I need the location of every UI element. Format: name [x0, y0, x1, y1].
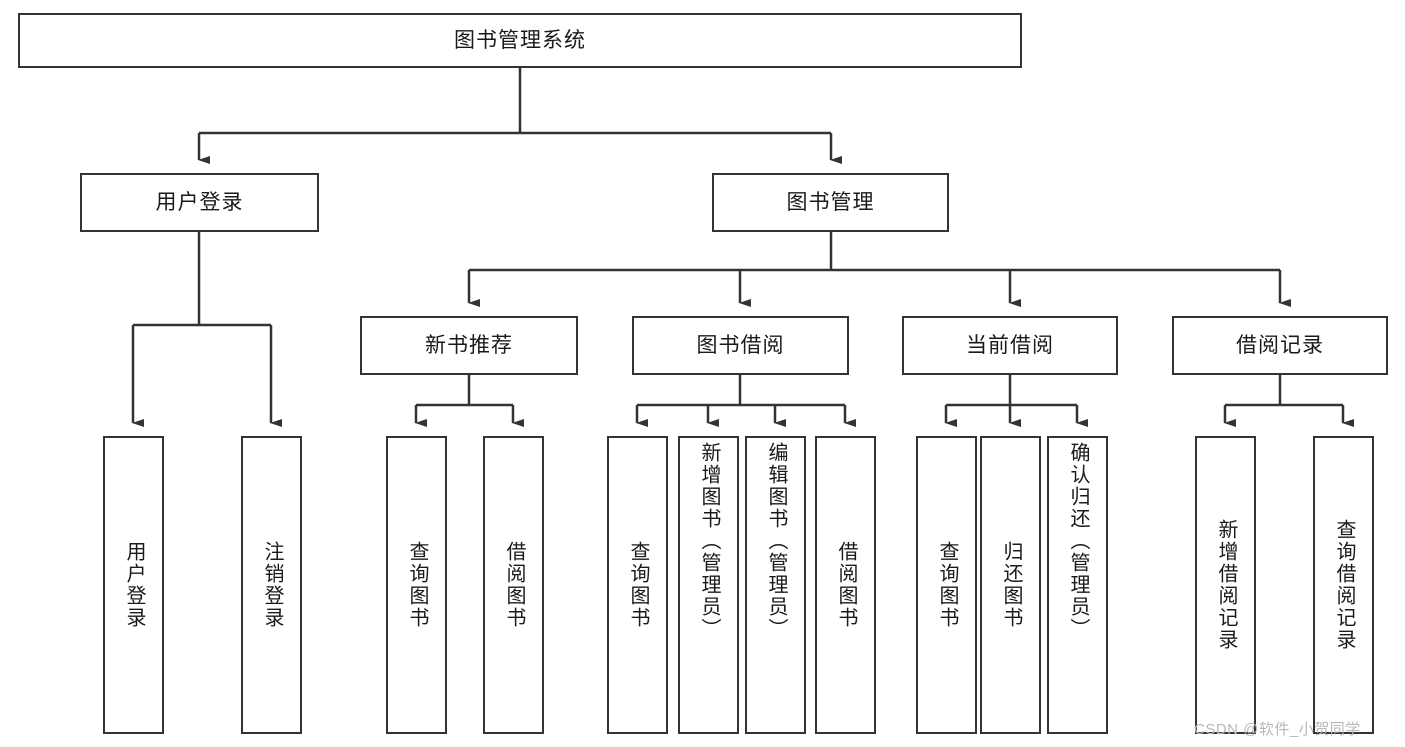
- node-current-borrow[interactable]: 当前借阅: [902, 316, 1118, 375]
- node-root[interactable]: 图书管理系统: [18, 13, 1022, 68]
- leaf-nb-query-book[interactable]: 查询图书: [386, 436, 447, 734]
- node-new-book-recommend[interactable]: 新书推荐: [360, 316, 578, 375]
- leaf-cb-confirm-return-admin[interactable]: 确认归还（管理员）: [1047, 436, 1108, 734]
- node-borrow-record[interactable]: 借阅记录: [1172, 316, 1388, 375]
- leaf-br-query-record[interactable]: 查询借阅记录: [1313, 436, 1374, 734]
- csdn-watermark: CSDN @软件_小贺同学: [1194, 721, 1361, 738]
- leaf-bb-edit-book-admin[interactable]: 编辑图书（管理员）: [745, 436, 806, 734]
- node-user-login[interactable]: 用户登录: [80, 173, 319, 232]
- leaf-bb-add-book-admin[interactable]: 新增图书（管理员）: [678, 436, 739, 734]
- leaf-cb-return-book[interactable]: 归还图书: [980, 436, 1041, 734]
- leaf-br-add-record[interactable]: 新增借阅记录: [1195, 436, 1256, 734]
- leaf-cb-query-book[interactable]: 查询图书: [916, 436, 977, 734]
- leaf-user-login[interactable]: 用户登录: [103, 436, 164, 734]
- leaf-bb-borrow-book[interactable]: 借阅图书: [815, 436, 876, 734]
- leaf-bb-query-book[interactable]: 查询图书: [607, 436, 668, 734]
- leaf-nb-borrow-book[interactable]: 借阅图书: [483, 436, 544, 734]
- node-book-borrow[interactable]: 图书借阅: [632, 316, 849, 375]
- node-book-management[interactable]: 图书管理: [712, 173, 949, 232]
- leaf-logout[interactable]: 注销登录: [241, 436, 302, 734]
